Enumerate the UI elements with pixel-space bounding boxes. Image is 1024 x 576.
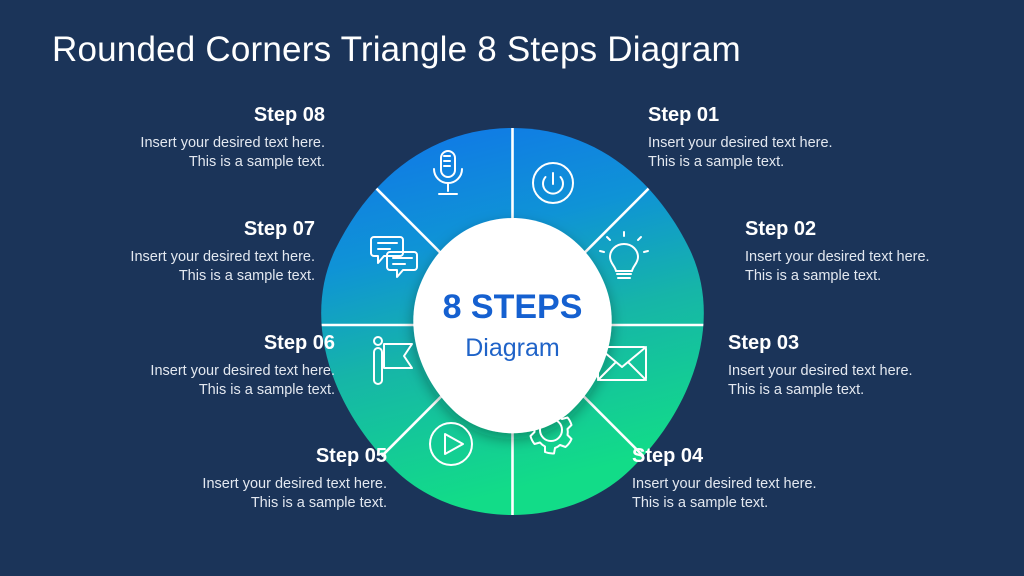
power-icon[interactable] [532,162,574,204]
step-label-02: Step 02 Insert your desired text here. T… [745,218,960,287]
step-label-08: Step 08 Insert your desired text here. T… [110,104,325,173]
step-05-description: Insert your desired text here. This is a… [202,476,387,512]
step-02-title: Step 02 [745,218,817,240]
microphone-icon[interactable] [433,150,463,195]
step-02-description: Insert your desired text here. This is a… [745,249,930,285]
play-circle-icon[interactable] [429,422,473,466]
step-label-05: Step 05 Insert your desired text here. T… [172,445,387,514]
step-06-description: Insert your desired text here. This is a… [150,363,335,399]
step-07-title: Step 07 [243,218,315,240]
flag-icon[interactable] [373,336,413,385]
lightbulb-icon[interactable] [599,231,649,279]
step-08-title: Step 08 [253,104,325,126]
envelope-icon[interactable] [597,346,647,381]
triangle-8-steps-diagram: 8 STEPS Diagram [300,110,725,540]
step-08-description: Insert your desired text here. This is a… [140,135,325,171]
step-01-description: Insert your desired text here. This is a… [648,135,833,171]
step-label-07: Step 07 Insert your desired text here. T… [100,218,315,287]
step-04-title: Step 04 [632,445,704,467]
gear-icon[interactable] [529,408,573,455]
step-01-title: Step 01 [648,104,720,126]
step-label-03: Step 03 Insert your desired text here. T… [728,332,943,401]
step-label-01: Step 01 Insert your desired text here. T… [648,104,863,173]
step-04-description: Insert your desired text here. This is a… [632,476,817,512]
step-03-title: Step 03 [728,332,800,354]
chat-bubbles-icon[interactable] [370,236,418,278]
center-heading: 8 STEPS [443,288,583,326]
step-label-04: Step 04 Insert your desired text here. T… [632,445,847,514]
center-subheading: Diagram [465,334,559,362]
step-03-description: Insert your desired text here. This is a… [728,363,913,399]
step-07-description: Insert your desired text here. This is a… [130,249,315,285]
step-05-title: Step 05 [315,445,387,467]
center-plate [413,218,612,434]
step-06-title: Step 06 [263,332,335,354]
page-title: Rounded Corners Triangle 8 Steps Diagram [52,30,741,69]
step-label-06: Step 06 Insert your desired text here. T… [120,332,335,401]
